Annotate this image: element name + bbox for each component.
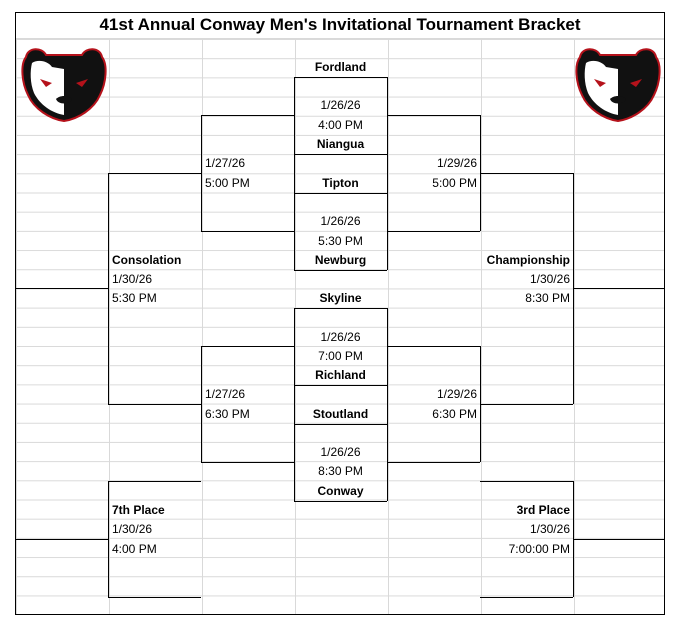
game-date-g1: 1/26/26 [320, 98, 361, 112]
consolation-label: Consolation [112, 253, 182, 267]
third-place-time: 7:00:00 PM [508, 542, 570, 556]
bracket-line [108, 597, 201, 598]
bracket-line [201, 346, 294, 347]
bracket-line [387, 115, 480, 116]
championship-date: 1/30/26 [529, 272, 570, 286]
bracket-line [294, 308, 387, 309]
right-semi-2-time: 6:30 PM [432, 407, 477, 421]
consolation-date: 1/30/26 [112, 272, 153, 286]
team-label-g4-bottom: Conway [317, 484, 364, 498]
bracket-line [16, 288, 108, 289]
bracket-line [480, 173, 573, 174]
team-label-g2-top: Tipton [322, 176, 359, 190]
bracket-line [294, 385, 387, 386]
game-date-g4: 1/26/26 [320, 445, 361, 459]
bracket-line [294, 154, 387, 155]
consolation-time: 5:30 PM [112, 291, 157, 305]
left-semi-2-time: 6:30 PM [205, 407, 250, 421]
bracket-line [108, 173, 201, 174]
game-date-g3: 1/26/26 [320, 330, 361, 344]
bracket-line [294, 308, 295, 424]
third-place-label: 3rd Place [516, 503, 570, 517]
bracket-line [294, 424, 387, 425]
bracket-line [294, 193, 295, 270]
bear-logo-icon-left [21, 48, 107, 123]
team-label-g1-top: Fordland [314, 60, 367, 74]
bracket-line [294, 424, 295, 501]
third-place-date: 1/30/26 [529, 522, 570, 536]
seventh-place-label: 7th Place [112, 503, 165, 517]
bracket-line [573, 539, 664, 540]
right-semi-1-date: 1/29/26 [436, 156, 477, 170]
team-label-g3-bottom: Richland [315, 368, 366, 382]
bracket-line [108, 404, 201, 405]
championship-time: 8:30 PM [525, 291, 570, 305]
bracket-line [480, 404, 573, 405]
bracket-line [294, 193, 387, 194]
bracket-line [201, 346, 202, 462]
team-label-g1-bottom: Niangua [316, 137, 365, 151]
game-time-g2: 5:30 PM [318, 234, 363, 248]
left-semi-1-time: 5:00 PM [205, 176, 250, 190]
game-time-g4: 8:30 PM [318, 464, 363, 478]
game-date-g2: 1/26/26 [320, 214, 361, 228]
seventh-place-date: 1/30/26 [112, 522, 153, 536]
bracket-line [573, 288, 664, 289]
team-label-g4-top: Stoutland [312, 407, 369, 421]
bracket-line [387, 346, 480, 347]
game-time-g1: 4:00 PM [318, 118, 363, 132]
bracket-line [294, 77, 295, 193]
bracket-line [294, 501, 387, 502]
bracket-line [480, 597, 573, 598]
right-semi-2-date: 1/29/26 [436, 387, 477, 401]
bracket-line [387, 77, 388, 193]
left-semi-1-date: 1/27/26 [205, 156, 246, 170]
game-time-g3: 7:00 PM [318, 349, 363, 363]
bracket-line [387, 462, 480, 463]
championship-label: Championship [486, 253, 570, 267]
bracket-line [201, 231, 294, 232]
bracket-line [387, 231, 480, 232]
bracket-line [108, 481, 109, 597]
bracket-line [480, 481, 573, 482]
bracket-line [201, 462, 294, 463]
bear-logo-icon-right [575, 48, 661, 123]
team-label-g2-bottom: Newburg [314, 253, 367, 267]
seventh-place-time: 4:00 PM [112, 542, 157, 556]
bracket-line [201, 115, 294, 116]
bracket-line [108, 481, 201, 482]
left-semi-2-date: 1/27/26 [205, 387, 246, 401]
bracket-line [387, 308, 388, 424]
bracket-sheet: 41st Annual Conway Men's Invitational To… [15, 12, 665, 615]
page-title: 41st Annual Conway Men's Invitational To… [99, 15, 581, 34]
bracket-line [16, 539, 108, 540]
title-band: 41st Annual Conway Men's Invitational To… [16, 13, 664, 39]
bracket-line [294, 270, 387, 271]
bracket-line [201, 115, 202, 231]
team-label-g3-top: Skyline [319, 291, 362, 305]
right-semi-1-time: 5:00 PM [432, 176, 477, 190]
bracket-line [294, 77, 387, 78]
bracket-line [108, 173, 109, 404]
